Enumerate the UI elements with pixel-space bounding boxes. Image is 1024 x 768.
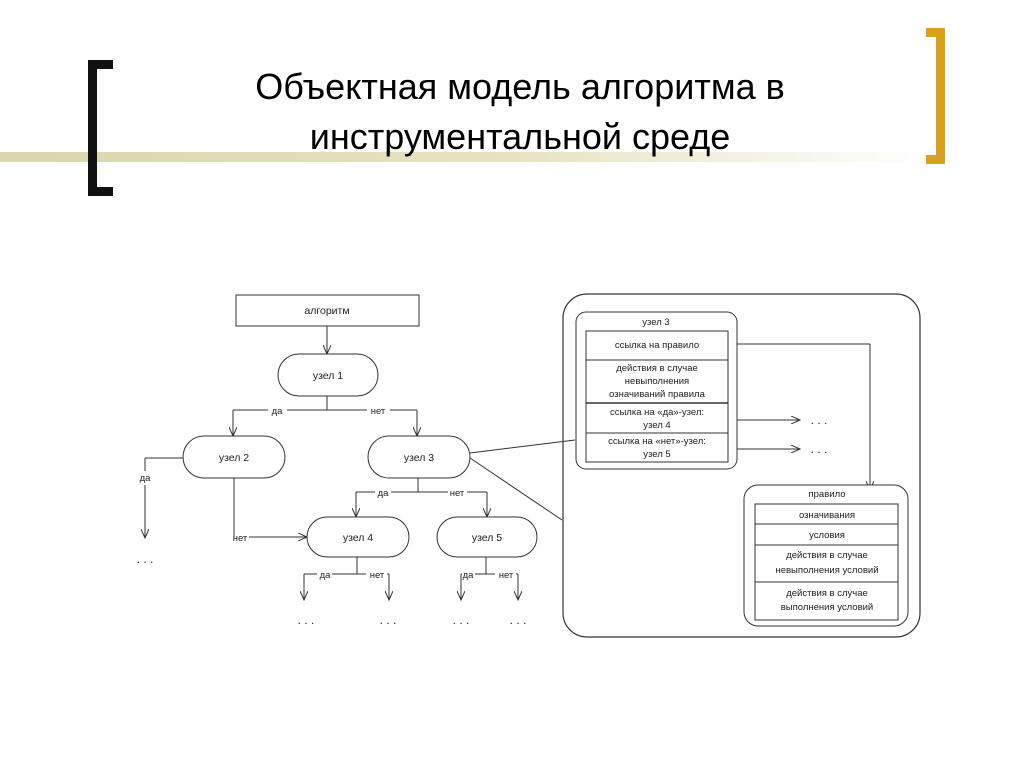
- node-1: узел 1: [277, 353, 379, 397]
- ellipsis-yes-link: . . .: [811, 413, 828, 427]
- node2-no-label: нет: [233, 533, 248, 544]
- node5-yes-label: да: [463, 570, 475, 581]
- svg-text:действия в случае: действия в случае: [786, 588, 868, 599]
- svg-text:узел 1: узел 1: [313, 370, 343, 382]
- svg-text:невыполнения условий: невыполнения условий: [775, 565, 878, 576]
- svg-text:действия в случае: действия в случае: [616, 363, 698, 374]
- slide-title: Объектная модель алгоритма в инструмента…: [150, 62, 890, 162]
- algorithm-box: алгоритм: [235, 294, 420, 327]
- svg-text:ссылка на «нет»-узел:: ссылка на «нет»-узел:: [608, 436, 706, 447]
- svg-text:правило: правило: [809, 489, 846, 500]
- node4-yes-label: да: [320, 570, 332, 581]
- svg-text:узел 4: узел 4: [643, 420, 670, 431]
- svg-text:узел 3: узел 3: [404, 452, 434, 464]
- svg-text:действия в случае: действия в случае: [786, 550, 868, 561]
- svg-text:ссылка на «да»-узел:: ссылка на «да»-узел:: [610, 407, 704, 418]
- rule-object: правило означивания условия действия в с…: [743, 484, 909, 627]
- svg-text:узел 2: узел 2: [219, 452, 249, 464]
- node1-yes-label: да: [272, 406, 284, 417]
- ellipsis-node4-no: . . .: [380, 613, 397, 627]
- svg-text:условия: условия: [809, 530, 845, 541]
- svg-text:узел 4: узел 4: [343, 532, 373, 544]
- right-bracket-decoration: [926, 28, 945, 164]
- svg-text:узел 5: узел 5: [472, 532, 502, 544]
- ellipsis-node5-yes: . . .: [453, 613, 470, 627]
- node-2: узел 2: [182, 435, 286, 479]
- ellipsis-node4-yes: . . .: [298, 613, 315, 627]
- ellipsis-node5-no: . . .: [510, 613, 527, 627]
- svg-text:выполнения условий: выполнения условий: [781, 602, 874, 613]
- node3-object: узел 3 ссылка на правило действия в случ…: [575, 311, 738, 470]
- ellipsis-no-link: . . .: [811, 442, 828, 456]
- ellipsis-node2-yes: . . .: [137, 552, 154, 566]
- node3-yes-label: да: [378, 488, 390, 499]
- svg-text:ссылка на правило: ссылка на правило: [615, 340, 699, 351]
- svg-text:означивания: означивания: [799, 510, 855, 521]
- title-accent-band: [0, 152, 930, 162]
- title-line-2: инструментальной среде: [309, 116, 731, 157]
- node-5: узел 5: [436, 516, 538, 558]
- title-line-1: Объектная модель алгоритма в: [255, 66, 785, 107]
- node1-no-label: нет: [371, 406, 386, 417]
- node-3: узел 3: [367, 435, 471, 479]
- svg-text:означиваний правила: означиваний правила: [609, 389, 705, 400]
- left-bracket-decoration: [88, 60, 113, 196]
- node3-no-label: нет: [450, 488, 465, 499]
- node5-no-label: нет: [499, 570, 514, 581]
- svg-text:узел 5: узел 5: [643, 449, 670, 460]
- node4-no-label: нет: [370, 570, 385, 581]
- node2-yes-label: да: [140, 473, 152, 484]
- svg-text:невыполнения: невыполнения: [625, 376, 689, 387]
- svg-text:узел 3: узел 3: [642, 317, 669, 328]
- svg-text:алгоритм: алгоритм: [304, 305, 349, 317]
- node3-detail-container: [562, 293, 921, 638]
- node-4: узел 4: [306, 516, 410, 558]
